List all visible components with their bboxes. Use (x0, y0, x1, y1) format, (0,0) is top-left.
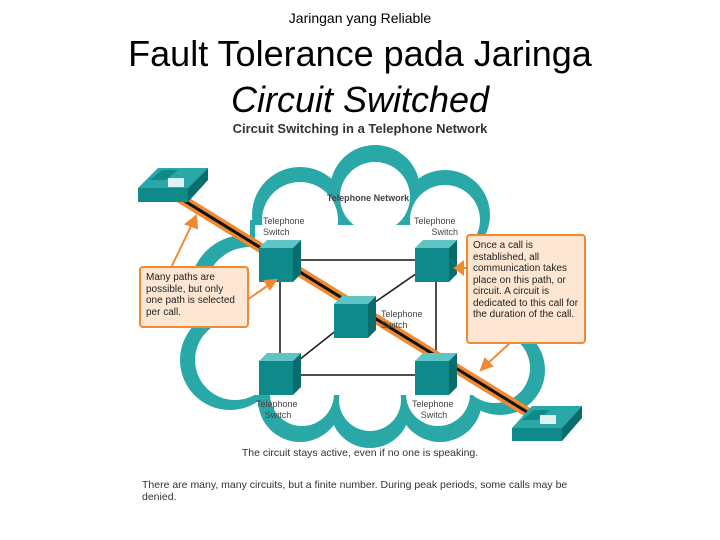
switch-label-line: Switch (421, 410, 448, 420)
switch-top-right (415, 240, 457, 282)
switch-label-line: Telephone (412, 399, 454, 409)
switch-label-line: Switch (381, 320, 408, 330)
callout-arrows (169, 214, 511, 372)
switch-label-line: Switch (265, 410, 292, 420)
telephone-icon-bottom (512, 406, 582, 441)
switch-label-center: Telephone Switch (381, 309, 425, 330)
switch-label-line: Switch (263, 227, 290, 237)
switch-label-line: Telephone (263, 216, 305, 226)
switch-top-left (259, 240, 301, 282)
callout-many-paths: Many paths are possible, but only one pa… (139, 266, 249, 328)
switch-label-line: Telephone (414, 216, 456, 226)
figure-title: Circuit Switching in a Telephone Network (232, 121, 488, 136)
switch-label-line: Telephone (381, 309, 423, 319)
switch-label-line: Switch (431, 227, 458, 237)
slide-header: Jaringan yang Reliable (288, 10, 432, 26)
slide-subtitle: Circuit Switched (230, 79, 490, 120)
slide-title: Fault Tolerance pada Jaringa (128, 33, 592, 74)
switch-center (334, 296, 376, 338)
switch-label-bottom-right: Telephone Switch (412, 399, 456, 420)
switch-label-top-left: Telephone Switch (263, 216, 307, 237)
switch-bottom-left (259, 353, 301, 395)
switch-bottom-right (415, 353, 457, 395)
cloud-label: Telephone Network (327, 193, 410, 203)
switch-label-bottom-left: Telephone Switch (256, 399, 300, 420)
caption-circuit-active: The circuit stays active, even if no one… (241, 447, 479, 459)
telephone-icon-top (138, 168, 208, 202)
switch-label-line: Telephone (256, 399, 298, 409)
switch-label-top-right: Telephone Switch (414, 216, 458, 237)
callout-dedicated-circuit: Once a call is established, all communic… (466, 234, 586, 344)
caption-finite-circuits: There are many, many circuits, but a fin… (142, 479, 568, 503)
